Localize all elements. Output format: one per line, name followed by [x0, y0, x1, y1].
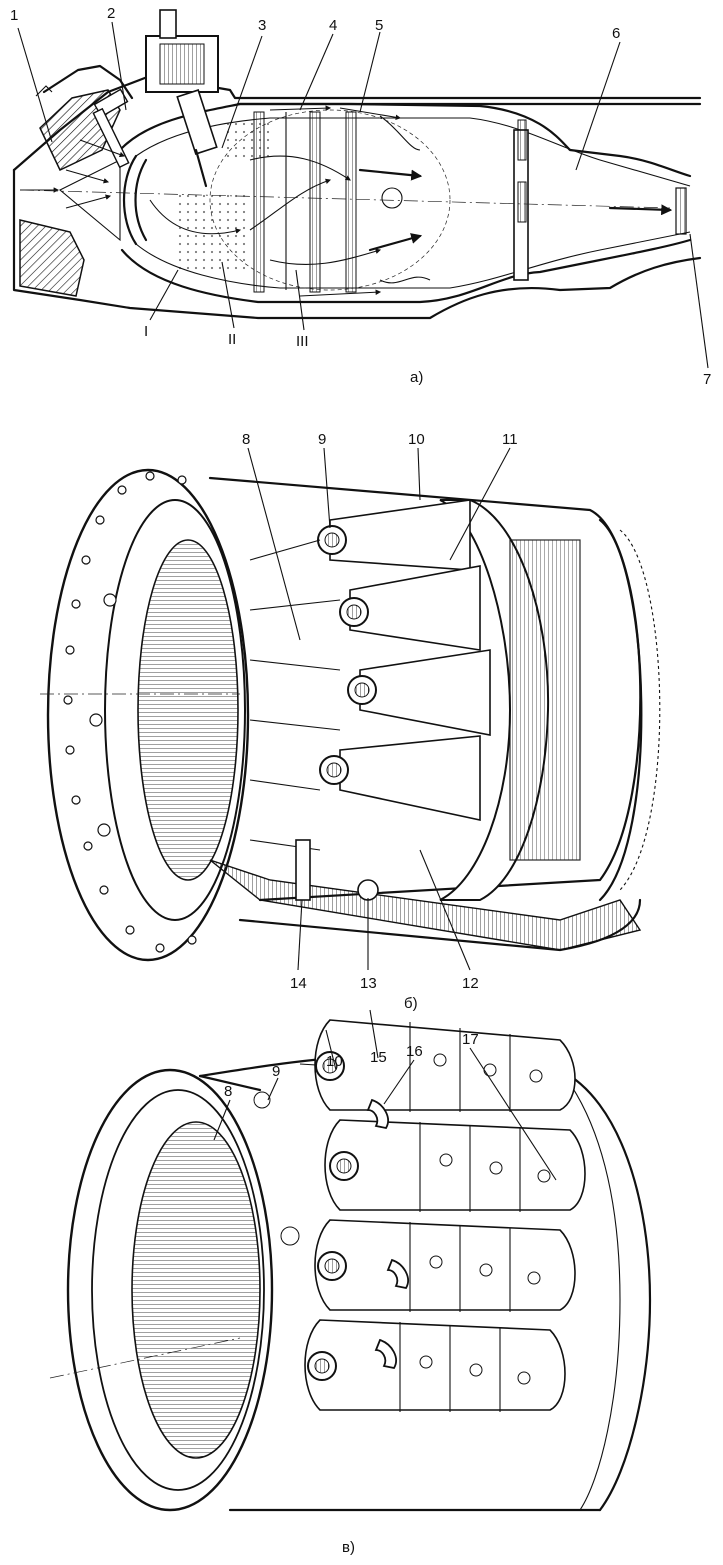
label-zone-I: I	[144, 323, 148, 340]
label-12: 12	[462, 975, 479, 992]
panel-v-labels: 8 9 10 15 16 17 в)	[224, 1031, 479, 1556]
panel-a-labels: 1 2 3 4 5 6 7 I II III а)	[10, 5, 711, 388]
label-15: 15	[370, 1049, 387, 1066]
panel-v-can-annular-chamber	[49, 1009, 652, 1512]
label-10-v: 10	[326, 1053, 343, 1070]
label-zone-II: II	[228, 331, 236, 348]
panel-b-labels: 8 9 10 11 12 13 14 б)	[242, 431, 518, 1012]
caption-b: б)	[404, 995, 418, 1012]
burner-heads	[317, 499, 491, 821]
flange-bolt-holes	[63, 471, 197, 953]
label-9: 9	[318, 431, 326, 448]
combustion-cans	[304, 1019, 586, 1412]
caption-v: в)	[342, 1539, 355, 1556]
label-zone-III: III	[296, 333, 309, 350]
label-14: 14	[290, 975, 307, 992]
label-11: 11	[502, 431, 518, 448]
panel-a-section-view	[12, 9, 709, 369]
label-5: 5	[375, 17, 383, 34]
label-9-v: 9	[272, 1063, 280, 1080]
label-2: 2	[107, 5, 115, 22]
label-4: 4	[329, 17, 337, 34]
label-7: 7	[703, 371, 711, 388]
label-3: 3	[258, 17, 266, 34]
label-8: 8	[242, 431, 250, 448]
label-6: 6	[612, 25, 620, 42]
caption-a: а)	[410, 369, 423, 386]
label-16: 16	[406, 1043, 423, 1060]
panel-b-annular-chamber	[40, 447, 661, 971]
label-13: 13	[360, 975, 377, 992]
liner-holes	[253, 1053, 551, 1385]
label-8-v: 8	[224, 1083, 232, 1100]
label-10: 10	[408, 431, 425, 448]
label-1: 1	[10, 7, 18, 24]
label-17: 17	[462, 1031, 479, 1048]
